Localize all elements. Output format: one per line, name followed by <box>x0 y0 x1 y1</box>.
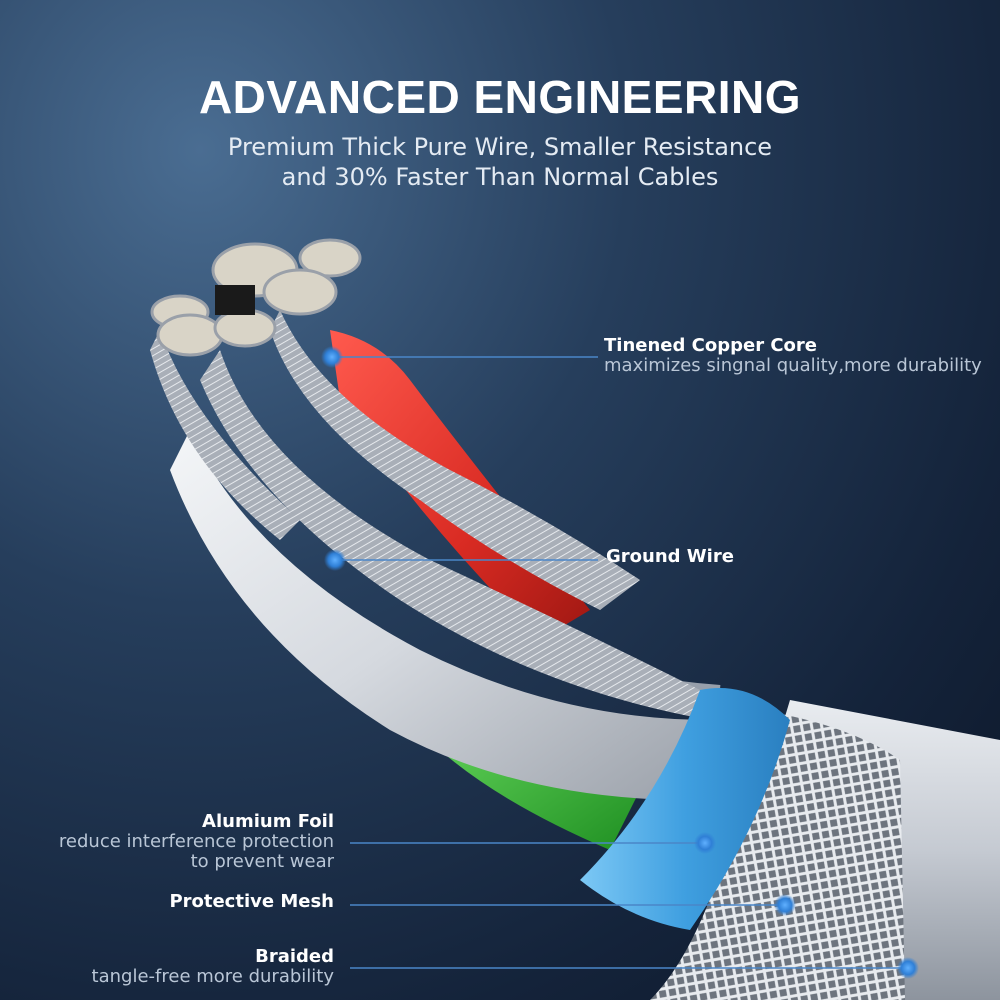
callout-lines <box>330 356 905 969</box>
wire-tips <box>150 238 362 357</box>
callout-braided-title: Braided <box>255 946 334 967</box>
callout-dots <box>321 346 919 979</box>
callout-mesh: Protective Mesh <box>169 892 334 912</box>
stranded-wire-3 <box>150 330 300 540</box>
callout-mesh-title: Protective Mesh <box>169 891 334 912</box>
callout-ground-wire-title: Ground Wire <box>606 546 734 567</box>
callout-foil: Alumium Foil reduce interference protect… <box>59 812 334 872</box>
subtitle-line-2: and 30% Faster Than Normal Cables <box>281 163 719 191</box>
stranded-wire-2 <box>270 310 640 610</box>
page-title: ADVANCED ENGINEERING <box>198 71 802 123</box>
callout-foil-title: Alumium Foil <box>202 811 334 832</box>
callout-copper-core: Tinened Copper Core maximizes singnal qu… <box>604 336 982 376</box>
callout-braided-desc: tangle-free more durability <box>91 966 334 987</box>
callout-copper-core-desc: maximizes singnal quality,more durabilit… <box>604 355 982 376</box>
subtitle-line-1: Premium Thick Pure Wire, Smaller Resista… <box>227 133 773 161</box>
blue-foil-sleeve <box>580 688 790 930</box>
callout-braided: Braided tangle-free more durability <box>92 947 334 987</box>
callout-foil-desc-2: to prevent wear <box>190 851 334 872</box>
braided-mesh <box>650 710 905 1000</box>
callout-foil-desc-1: reduce interference protection <box>58 831 334 852</box>
page-subtitle: Premium Thick Pure Wire, Smaller Resista… <box>0 132 1000 192</box>
white-ground-wire <box>170 430 710 800</box>
callout-ground-wire: Ground Wire <box>606 547 734 567</box>
stranded-wire-1 <box>200 350 710 720</box>
callout-copper-core-title: Tinened Copper Core <box>604 335 818 356</box>
